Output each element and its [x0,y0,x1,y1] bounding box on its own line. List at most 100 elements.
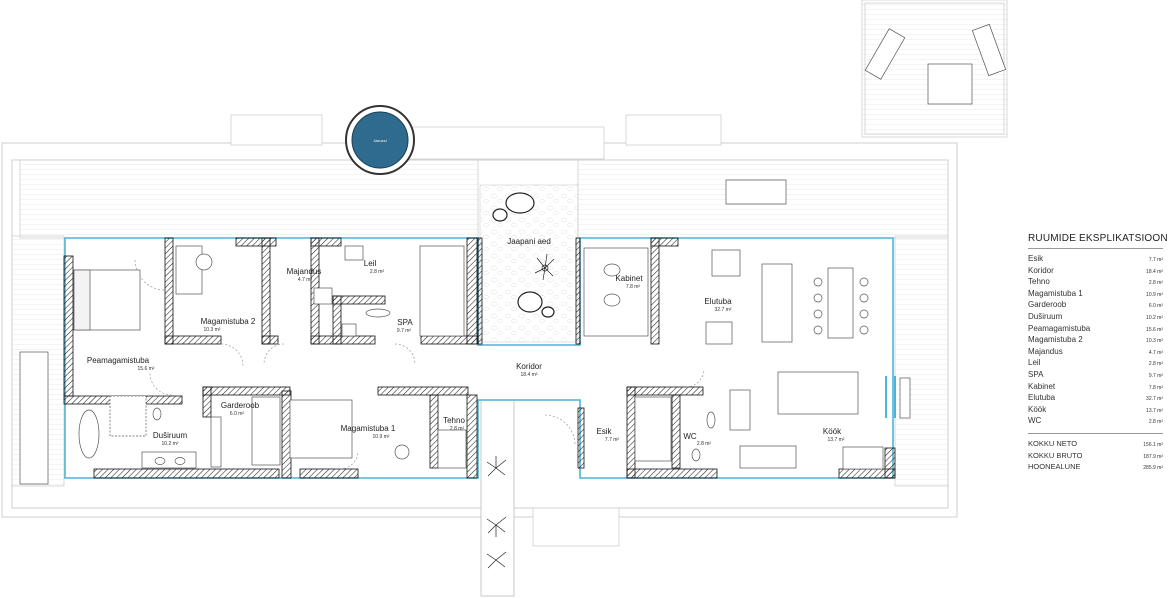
room-area-kook: 13.7 m² [828,437,845,443]
legend-title: RUUMIDE EKSPLIKATSIOON [1028,233,1168,249]
legend-row: Tehno 2.8 m² [1028,277,1163,289]
room-area-leil: 2.8 m² [370,269,385,275]
legend-total-row: HOONEALUNE 285.9 m² [1028,462,1163,474]
legend-row: Magamistuba 2 10.3 m² [1028,335,1163,347]
legend-room-area: 4.7 m² [1148,349,1163,356]
legend-room-area: 2.8 m² [1148,361,1163,368]
room-area-elutuba: 32.7 m² [715,307,732,313]
legend-room-area: 10.2 m² [1146,314,1163,321]
legend-room-name: Tehno [1028,277,1050,287]
room-area-magamistuba-1: 10.9 m² [373,434,390,440]
legend-total-area: 187.9 m² [1143,453,1163,460]
door-swings [134,259,705,470]
legend-room-area: 15.6 m² [1146,326,1163,333]
room-area-wc: 2.8 m² [697,441,712,447]
legend-row: Duširuum 10.2 m² [1028,312,1163,324]
room-area-esik: 7.7 m² [605,437,620,443]
legend-total-row: KOKKU NETO 156.1 m² [1028,439,1163,451]
legend-total-name: KOKKU NETO [1028,438,1078,448]
jacuzzi: Jacuzzi [345,105,415,175]
legend-total-name: HOONEALUNE [1028,462,1081,472]
legend-room-area: 9.7 m² [1148,372,1163,379]
room-name-wc: WC [683,432,697,441]
room-area-magamistuba-2: 10.3 m² [204,327,221,333]
room-name-jaapani-aed: Jaapani aed [507,237,551,246]
legend-room-name: Leil [1028,358,1041,368]
furniture [19,23,1007,485]
legend-room-name: Peamagamistuba [1028,323,1091,333]
legend-room-area: 13.7 m² [1146,407,1163,414]
room-schedule-legend: RUUMIDE EKSPLIKATSIOON Esik 7.7 m² Koridor… [1028,233,1168,474]
room-name-esik: Esik [596,427,612,436]
legend-room-name: WC [1028,416,1042,426]
legend-room-area: 18.4 m² [1146,268,1163,275]
legend-rows: Esik 7.7 m² Koridor 18.4 m² Tehno 2.8 m² Magam… [1028,254,1163,428]
legend-room-area: 7.8 m² [1148,384,1163,391]
legend-room-name: SPA [1028,369,1044,379]
windows [885,376,896,418]
room-name-leil: Leil [364,259,377,268]
legend-row: Magamistuba 1 10.9 m² [1028,289,1163,301]
room-name-tehno: Tehno [443,416,465,425]
legend-room-area: 6.0 m² [1148,303,1163,310]
legend-room-area: 10.9 m² [1146,291,1163,298]
legend-room-area: 2.8 m² [1148,419,1163,426]
room-area-dusiruum: 10.2 m² [162,441,179,447]
legend-total-row: KOKKU BRUTO 187.9 m² [1028,451,1163,463]
legend-room-name: Köök [1028,404,1047,414]
legend-room-name: Esik [1028,254,1044,263]
room-area-tehno: 2.8 m² [450,426,465,432]
japanese-garden [479,184,579,343]
room-name-peamagamistuba: Peamagamistuba [87,356,150,365]
legend-row: SPA 9.7 m² [1028,370,1163,382]
legend-room-name: Koridor [1028,265,1054,275]
legend-room-name: Magamistuba 2 [1028,335,1083,345]
terraces [11,0,1008,547]
room-area-spa: 9.7 m² [397,328,412,334]
legend-total-area: 285.9 m² [1143,465,1163,472]
jacuzzi-label: Jacuzzi [373,138,386,143]
room-area-garderoob: 6.0 m² [230,411,245,417]
legend-row: Esik 7.7 m² [1028,254,1163,266]
legend-row: Koridor 18.4 m² [1028,266,1163,278]
room-name-dusiruum: Duširuum [153,431,188,440]
room-area-peamagamistuba: 15.6 m² [138,366,155,372]
room-name-magamistuba-1: Magamistuba 1 [341,424,396,433]
legend-row: Majandus 4.7 m² [1028,347,1163,359]
room-labels: Jaapani aed Leil 2.8 m² Majandus 4.7 m² … [87,237,845,447]
room-name-garderoob: Garderoob [221,401,260,410]
legend-room-area: 7.7 m² [1148,257,1163,263]
legend-separator [1028,432,1163,434]
legend-room-name: Garderoob [1028,300,1067,310]
legend-row: Leil 2.8 m² [1028,358,1163,370]
south-garden-strip [480,399,515,597]
room-name-kook: Köök [823,427,842,436]
legend-room-name: Magamistuba 1 [1028,288,1083,298]
legend-room-area: 10.3 m² [1146,338,1163,345]
room-name-majandus: Majandus [287,267,322,276]
legend-row: Garderoob 6.0 m² [1028,300,1163,312]
room-name-magamistuba-2: Magamistuba 2 [201,317,256,326]
legend-room-area: 32.7 m² [1146,396,1163,403]
legend-room-name: Elutuba [1028,393,1056,403]
room-name-kabinet: Kabinet [615,274,643,283]
legend-row: Kabinet 7.8 m² [1028,382,1163,394]
legend-room-name: Kabinet [1028,381,1056,391]
legend-row: Köök 13.7 m² [1028,405,1163,417]
legend-total-name: KOKKU BRUTO [1028,450,1083,460]
legend-row: Peamagamistuba 15.6 m² [1028,324,1163,336]
room-area-majandus: 4.7 m² [298,277,313,283]
legend-row: Elutuba 32.7 m² [1028,393,1163,405]
room-name-spa: SPA [397,318,413,327]
legend-room-area: 2.8 m² [1148,280,1163,287]
legend-room-name: Majandus [1028,346,1063,356]
room-area-kabinet: 7.8 m² [626,284,641,290]
legend-total-area: 156.1 m² [1143,441,1163,448]
legend-totals: KOKKU NETO 156.1 m² KOKKU BRUTO 187.9 m² HOO… [1028,439,1163,474]
room-area-koridor: 18.4 m² [521,372,538,378]
room-name-elutuba: Elutuba [704,297,732,306]
legend-row: WC 2.8 m² [1028,416,1163,428]
room-name-koridor: Koridor [516,362,542,371]
legend-room-name: Duširuum [1028,311,1063,321]
